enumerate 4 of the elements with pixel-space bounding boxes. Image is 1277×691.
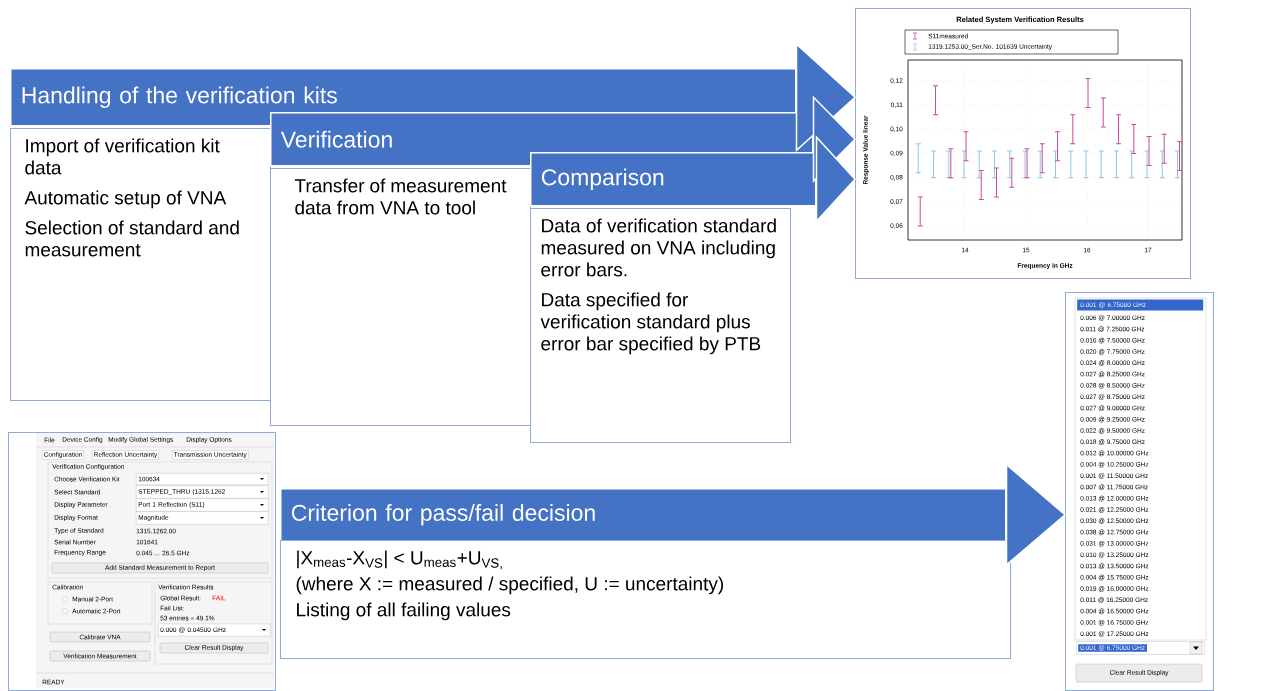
text-box: |X$_{meas}$-X$_{VS}$| < U$_{meas}$+U$_{VS,}$ (where X := measured / specified, U := uncertainty) Listing of all failing values (280, 540, 1011, 659)
text-box: Data of verification standard measured on VNA including error bars. Data specified for verification standard plus error bar specified by PTB (530, 208, 791, 443)
text-box: Transfer of measurement data from VNA to tool (270, 168, 531, 426)
text-box: Import of verification kit data Automatic setup of VNA Selection of standard and measurement (10, 128, 271, 401)
